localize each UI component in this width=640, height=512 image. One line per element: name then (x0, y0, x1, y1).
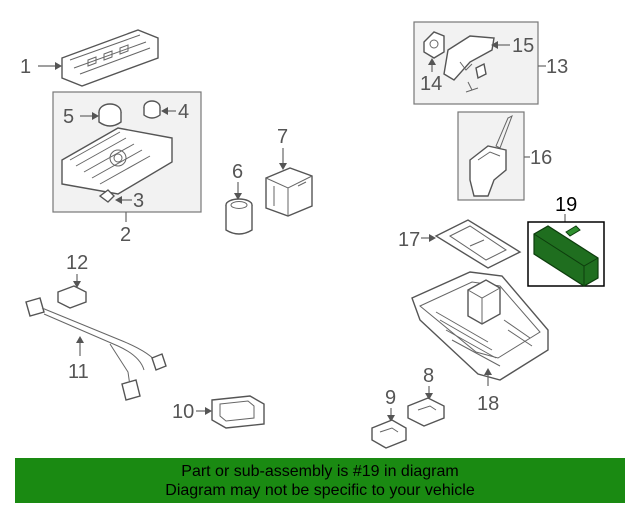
banner-line-1: Part or sub-assembly is #19 in diagram (181, 463, 459, 480)
callout-18[interactable]: 18 (477, 393, 499, 415)
callout-9[interactable]: 9 (385, 387, 396, 409)
callout-14[interactable]: 14 (420, 73, 442, 95)
part-12-connector[interactable] (57, 285, 87, 309)
callout-8[interactable]: 8 (423, 365, 434, 387)
info-banner: Part or sub-assembly is #19 in diagram D… (15, 458, 625, 503)
part-18-shifter-base[interactable] (411, 271, 549, 381)
part-10-switch[interactable] (211, 395, 265, 429)
callout-15[interactable]: 15 (512, 35, 534, 57)
part-19-control-module[interactable] (533, 225, 599, 287)
callout-11[interactable]: 11 (68, 361, 89, 383)
part-5-knob[interactable] (98, 103, 122, 127)
callout-2[interactable]: 2 (120, 224, 131, 246)
part-7-switch[interactable] (265, 167, 313, 217)
part-15-shift-cover[interactable] (443, 35, 495, 93)
part-9-bracket[interactable] (371, 419, 407, 449)
part-3-clip[interactable] (98, 189, 115, 203)
callout-12[interactable]: 12 (66, 252, 88, 274)
part-8-bracket[interactable] (407, 397, 445, 427)
part-17-indicator-plate[interactable] (434, 219, 522, 269)
banner-line-2: Diagram may not be specific to your vehi… (165, 482, 475, 499)
part-11-wire-harness[interactable] (25, 297, 167, 401)
callout-16[interactable]: 16 (530, 147, 552, 169)
callout-1[interactable]: 1 (20, 56, 31, 78)
part-1-switch-panel[interactable] (61, 29, 159, 87)
callout-17[interactable]: 17 (398, 229, 420, 251)
callout-5[interactable]: 5 (63, 106, 74, 128)
callout-6[interactable]: 6 (232, 161, 243, 183)
part-14-button[interactable] (423, 31, 445, 59)
part-16-shift-knob[interactable] (469, 114, 513, 197)
callout-10[interactable]: 10 (172, 401, 194, 423)
callout-19[interactable]: 19 (555, 194, 577, 216)
callout-13[interactable]: 13 (546, 56, 568, 78)
part-4-knob[interactable] (143, 100, 161, 119)
callout-7[interactable]: 7 (277, 126, 288, 148)
callout-3[interactable]: 3 (133, 190, 144, 212)
part-2-switch-module[interactable] (61, 127, 173, 195)
callout-4[interactable]: 4 (178, 101, 189, 123)
part-6-socket[interactable] (225, 198, 253, 235)
